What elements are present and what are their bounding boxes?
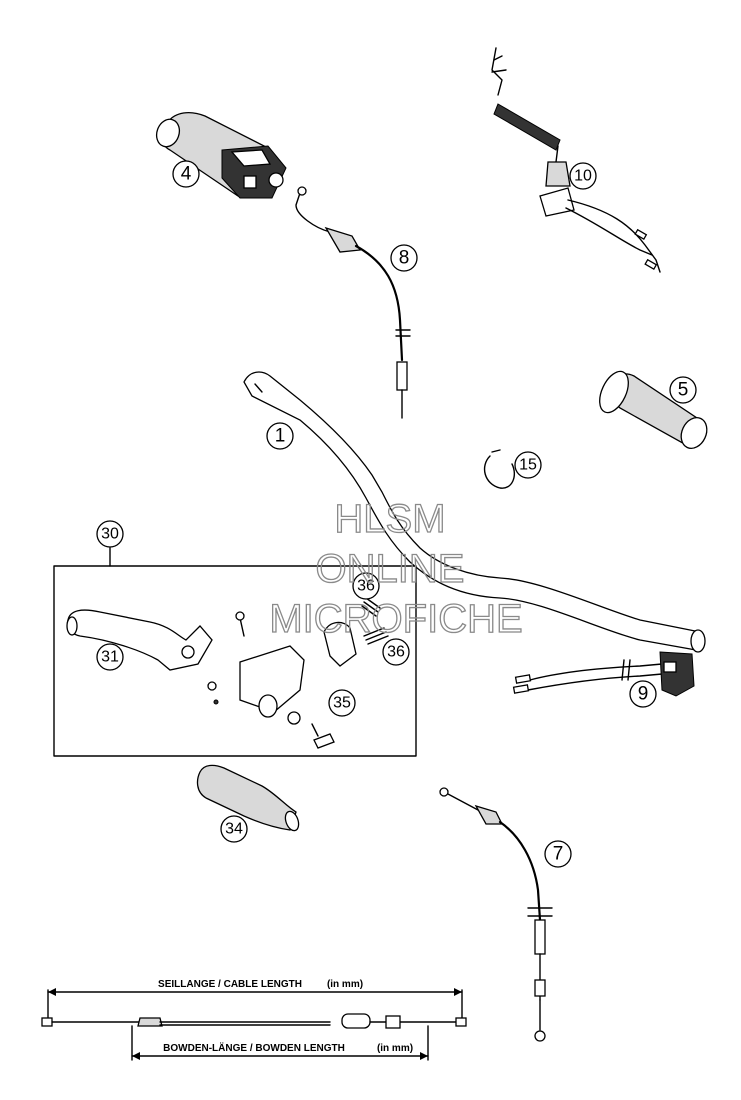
svg-text:36: 36 <box>387 644 405 661</box>
svg-text:MICROFICHE: MICROFICHE <box>269 597 522 641</box>
callout-8: 8 <box>390 244 418 272</box>
svg-text:1: 1 <box>275 426 286 447</box>
cable-length-drawing <box>41 988 467 1061</box>
svg-text:5: 5 <box>678 380 689 401</box>
part-1-handlebar <box>243 371 706 653</box>
svg-text:30: 30 <box>101 526 119 543</box>
callout-35: 35 <box>328 689 356 717</box>
part-4-throttle-grip <box>155 111 287 199</box>
svg-text:34: 34 <box>225 821 243 838</box>
svg-text:8: 8 <box>399 248 410 269</box>
callout-15: 15 <box>514 451 542 479</box>
part-5-left-grip <box>599 370 708 450</box>
svg-text:9: 9 <box>638 684 649 705</box>
callout-5: 5 <box>669 376 697 404</box>
cable-length-unit: (in mm) <box>327 979 363 990</box>
svg-text:4: 4 <box>181 164 192 185</box>
cable-length-label: SEILLANGE / CABLE LENGTH <box>158 979 302 990</box>
part-15-ring <box>483 449 516 489</box>
part-9-switch <box>512 651 695 697</box>
part-10-kill-switch <box>491 47 661 273</box>
part-8-throttle-cable <box>295 186 411 419</box>
svg-text:35: 35 <box>333 695 351 712</box>
svg-text:7: 7 <box>553 844 564 865</box>
callout-10: 10 <box>569 162 597 190</box>
svg-text:ONLINE: ONLINE <box>316 547 465 591</box>
svg-text:36: 36 <box>357 578 375 595</box>
callout-1: 1 <box>266 422 294 450</box>
bowden-length-label: BOWDEN-LÄNGE / BOWDEN LENGTH <box>163 1041 345 1054</box>
svg-text:15: 15 <box>519 457 537 474</box>
part-30-assembly <box>53 547 417 757</box>
callout-36-lower: 36 <box>382 638 410 666</box>
callout-7: 7 <box>544 840 572 868</box>
svg-text:31: 31 <box>101 649 119 666</box>
callout-36-upper: 36 <box>352 572 380 600</box>
callout-30: 30 <box>96 520 124 548</box>
callout-9: 9 <box>629 680 657 708</box>
callout-31: 31 <box>96 643 124 671</box>
part-31-lever <box>66 609 213 671</box>
callout-4: 4 <box>172 160 200 188</box>
part-34-lever-cover <box>196 764 300 832</box>
svg-text:10: 10 <box>574 168 592 185</box>
watermark: HLSM ONLINE MICROFICHE <box>269 496 524 641</box>
callout-34: 34 <box>220 815 248 843</box>
svg-text:HLSM: HLSM <box>334 497 445 541</box>
part-7-clutch-cable <box>439 787 553 1042</box>
bowden-length-unit: (in mm) <box>377 1043 413 1054</box>
